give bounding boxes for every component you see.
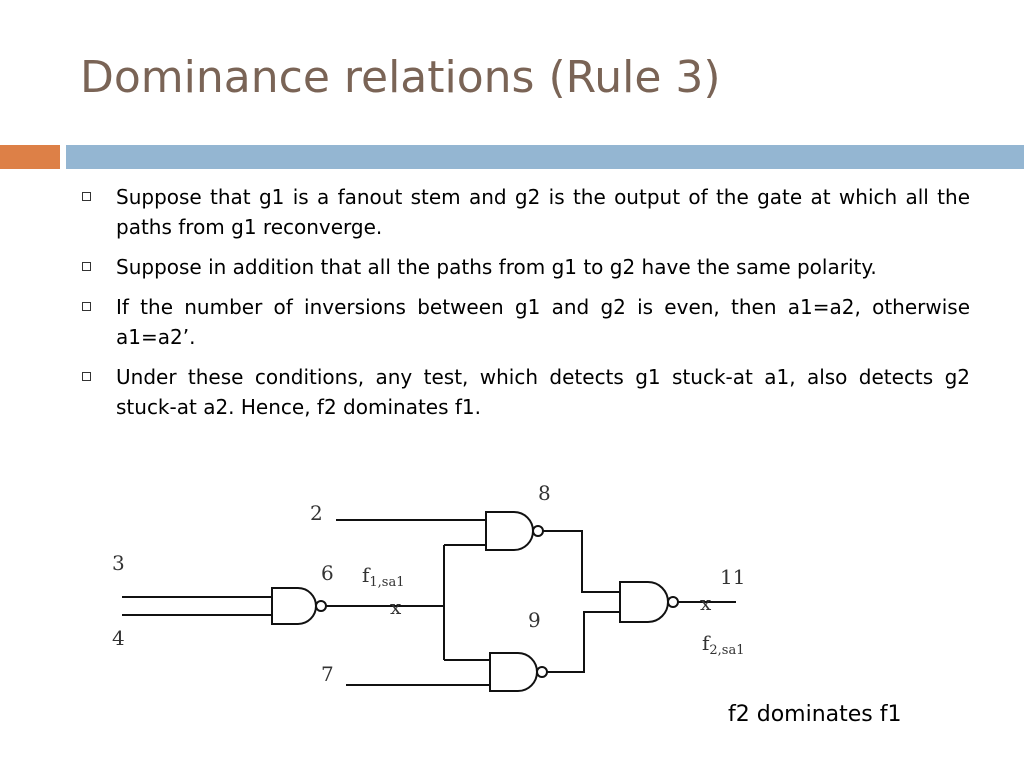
- bullet-square-icon: [82, 372, 91, 381]
- bullet-text: Suppose in addition that all the paths f…: [116, 255, 877, 279]
- bullet-list: Suppose that g1 is a fanout stem and g2 …: [82, 182, 970, 432]
- wire-net-9: [547, 611, 620, 673]
- fault-marker-f1: x: [390, 595, 402, 619]
- bullet-item: Suppose in addition that all the paths f…: [82, 252, 970, 282]
- inverter-bubble-11: [667, 596, 679, 608]
- accent-bar-blue: [66, 145, 1024, 169]
- diagram-caption: f2 dominates f1: [728, 702, 902, 727]
- nand-gate-9: [489, 652, 538, 692]
- node-label-8: 8: [538, 481, 551, 505]
- fault-label-f1-main: f: [362, 563, 371, 587]
- wire-net-8: [543, 530, 620, 593]
- bullet-square-icon: [82, 302, 91, 311]
- inverter-bubble-9: [536, 666, 548, 678]
- bullet-item: Suppose that g1 is a fanout stem and g2 …: [82, 182, 970, 242]
- inverter-bubble-6: [315, 600, 327, 612]
- node-label-11: 11: [720, 565, 745, 589]
- nand-gate-6: [271, 587, 317, 625]
- node-label-3: 3: [112, 551, 125, 575]
- accent-bar-orange: [0, 145, 60, 169]
- fault-label-f2-sub: 2,sa1: [709, 643, 744, 658]
- node-label-4: 4: [112, 626, 125, 650]
- node-label-2: 2: [310, 501, 323, 525]
- fault-marker-f2: x: [700, 591, 712, 615]
- bullet-text: Suppose that g1 is a fanout stem and g2 …: [116, 185, 970, 239]
- fault-label-f1-sub: 1,sa1: [369, 575, 404, 590]
- bullet-text: If the number of inversions between g1 a…: [116, 295, 970, 349]
- fault-label-f2-main: f: [702, 631, 711, 655]
- inverter-bubble-8: [532, 525, 544, 537]
- bullet-item: If the number of inversions between g1 a…: [82, 292, 970, 352]
- node-label-7: 7: [321, 662, 334, 686]
- fault-label-f2: f2,sa1: [702, 631, 745, 658]
- nand-gate-8: [485, 511, 534, 551]
- bullet-text: Under these conditions, any test, which …: [116, 365, 970, 419]
- bullet-square-icon: [82, 192, 91, 201]
- node-label-6: 6: [321, 561, 334, 585]
- bullet-square-icon: [82, 262, 91, 271]
- nand-gate-11: [619, 581, 669, 623]
- node-label-9: 9: [528, 608, 541, 632]
- fault-label-f1: f1,sa1: [362, 563, 405, 590]
- bullet-item: Under these conditions, any test, which …: [82, 362, 970, 422]
- slide-title: Dominance relations (Rule 3): [80, 52, 721, 103]
- circuit-diagram: 2 3 4 6 7 8 9 11 f1,sa1 f2,sa1 x x: [112, 481, 745, 692]
